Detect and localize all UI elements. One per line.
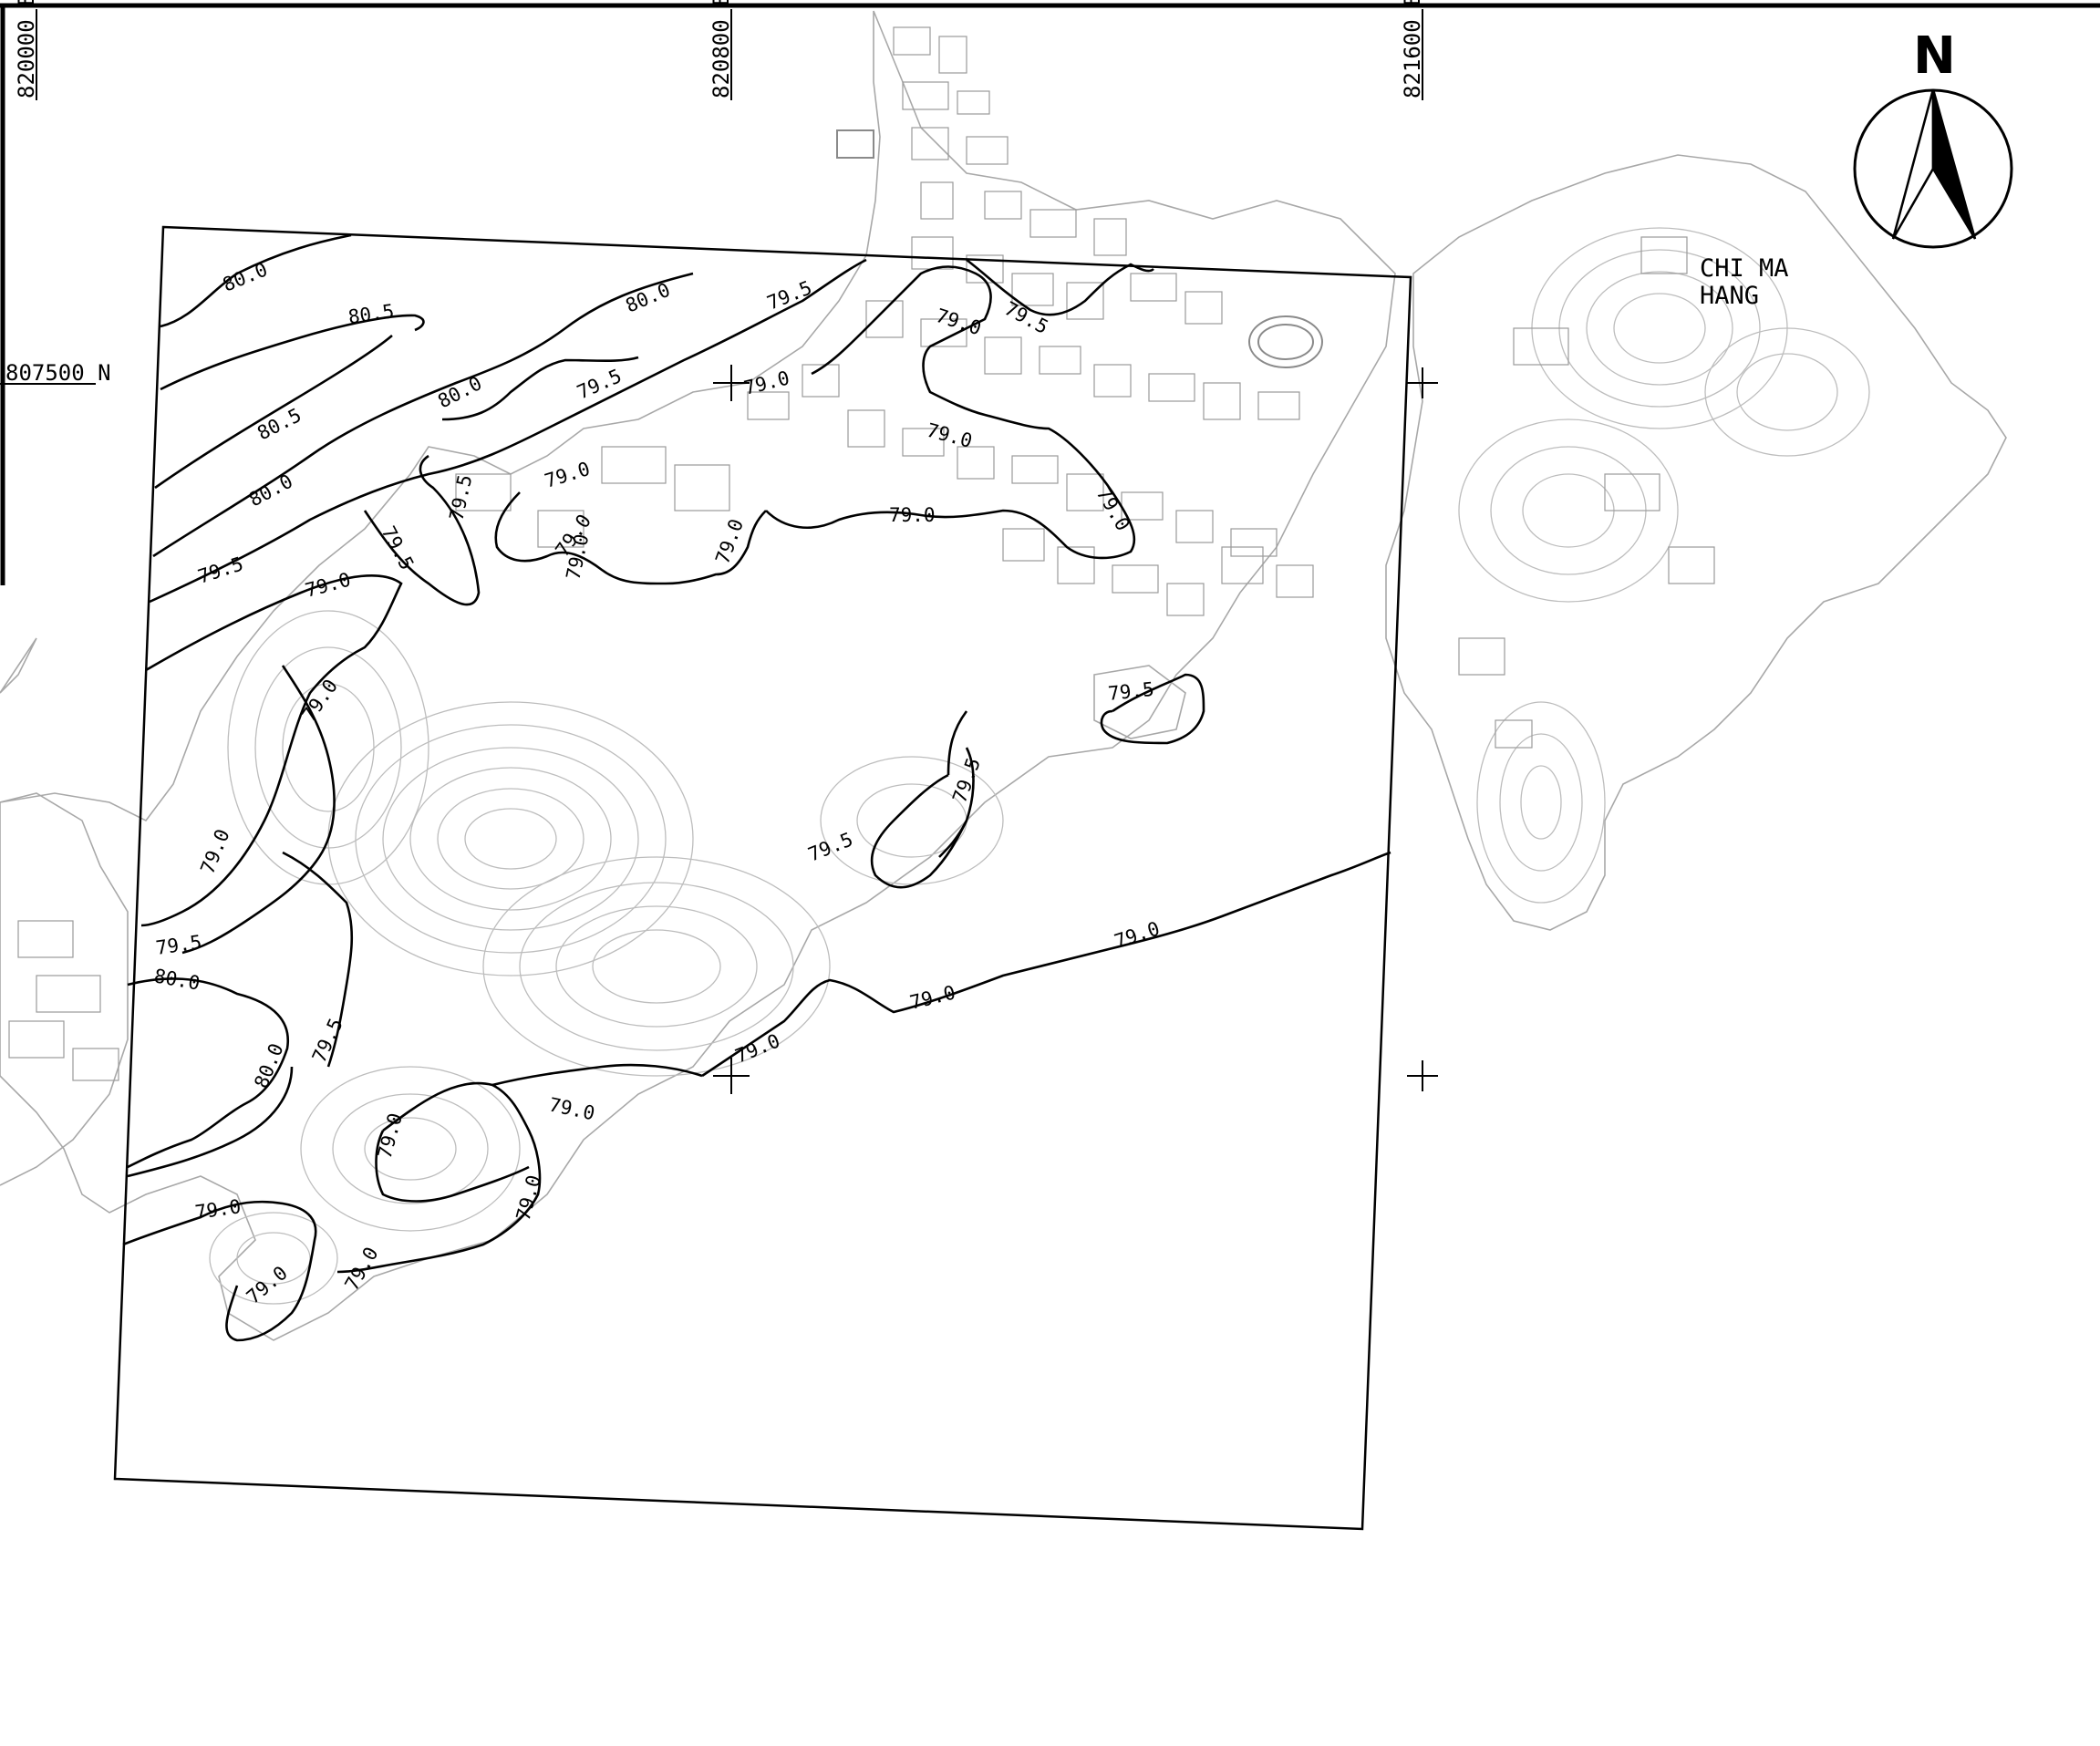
contour-label: 80.0 — [220, 258, 271, 295]
contour-label: 79.0 — [933, 305, 984, 339]
isopleth-lines — [122, 233, 1391, 1342]
coastline-pier — [0, 637, 37, 694]
contour-label: 80.0 — [152, 965, 202, 994]
sports-track — [1248, 315, 1323, 368]
grid-label-820800-e: 820800 E — [709, 0, 734, 98]
contour-label: 79.0 — [732, 1029, 783, 1067]
contour-79-0-loop3 — [494, 491, 767, 585]
contour-label: 79.5 — [805, 828, 856, 865]
sports-track-inner — [1257, 324, 1314, 360]
contour-label: 79.0 — [542, 458, 592, 492]
contour-79-0-south-c — [491, 1063, 703, 1087]
contour-label: 79.0 — [1092, 484, 1134, 535]
contour-79-5-loop-south — [870, 773, 968, 889]
coastline-west-island — [0, 792, 129, 1186]
grid-label-807500-n: 807500 N — [5, 360, 111, 386]
contour-80-0-nw — [160, 233, 352, 328]
contour-label: 79.0 — [711, 516, 748, 567]
contour-80-0-sw — [127, 977, 290, 1169]
sheet-frame — [0, 3, 2100, 585]
study-area-boundary — [113, 225, 1412, 1531]
contour-80-0-mid — [152, 272, 694, 558]
contour-label: 79.0 — [925, 419, 975, 452]
contour-79-5-sw-b — [282, 851, 354, 1068]
contour-79-0-west — [140, 574, 403, 927]
contour-79-5-loop-south-b — [938, 747, 975, 858]
north-arrow: N — [1853, 26, 2013, 249]
contour-label: 79.0 — [196, 826, 233, 877]
town-blocks — [8, 26, 1715, 1081]
contour-label: 79.0 — [907, 981, 957, 1014]
coastline-islet — [1093, 665, 1186, 739]
contour-79-5-east-loop — [1100, 673, 1205, 745]
contour-label: 79.0 — [889, 504, 936, 526]
grid-label-821600-e: 821600 E — [1400, 0, 1425, 98]
contour-label: 79.5 — [948, 755, 985, 806]
topographic-base — [0, 10, 2007, 1341]
contour-label: 80.0 — [623, 279, 674, 317]
contour-label: 79.0 — [741, 367, 791, 399]
contour-label: 79.5 — [445, 473, 476, 522]
grid-label-820000-e: 820000 E — [14, 0, 39, 98]
contour-79-0-south-a — [336, 1081, 542, 1274]
contour-79-0-center — [765, 265, 1136, 560]
north-arrow-right-half — [1931, 88, 1977, 240]
contour-label: 80.0 — [250, 1040, 287, 1091]
contour-label: 80.5 — [347, 300, 395, 328]
contour-label: 79.5 — [1001, 297, 1052, 338]
contour-label: 79.0 — [512, 1173, 545, 1223]
north-arrow-left-half — [1891, 88, 1935, 240]
contour-label: 79.0 — [1112, 917, 1163, 952]
contour-80-5-top — [160, 314, 425, 391]
contour-label: 79.5 — [378, 522, 419, 573]
contour-label: 79.5 — [195, 553, 246, 587]
contour-label: 79.5 — [154, 931, 202, 959]
place-label-line1: CHI MA — [1700, 254, 1789, 283]
contour-79-0-loop2 — [441, 356, 639, 421]
contour-label: 79.5 — [574, 365, 625, 403]
contour-label: 80.0 — [434, 372, 485, 412]
coastline-main-island — [0, 10, 1396, 1341]
contour-label: 79.0 — [243, 1262, 292, 1308]
contour-79-0-south-b — [375, 1130, 530, 1203]
place-label-line2: HANG — [1700, 282, 1759, 310]
grid-crosses — [713, 365, 1438, 1094]
contour-label: 79.5 — [1107, 678, 1155, 705]
contour-79-0-sw-c — [122, 1200, 317, 1342]
north-letter: N — [1913, 26, 1956, 86]
grid-ticks — [0, 9, 1423, 385]
contour-label: 79.5 — [308, 1015, 347, 1066]
contour-label: 80.0 — [245, 470, 296, 511]
contour-label: 79.0 — [547, 1093, 596, 1124]
contour-79-0-coast — [701, 851, 1391, 1078]
contour-80-5-mid — [154, 335, 393, 490]
contour-label: 79.0 — [341, 1244, 383, 1295]
contour-80-0-sw-b — [127, 1066, 294, 1178]
pier — [836, 129, 874, 159]
contour-79-5-north — [966, 258, 1154, 316]
contour-label: 80.5 — [253, 404, 305, 444]
coastline-east-peninsula — [1385, 154, 2007, 931]
contour-label: 79.0 — [193, 1195, 242, 1224]
contour-79-0-river — [947, 710, 968, 776]
contour-label: 79.0 — [374, 1111, 407, 1161]
contour-79-5-loop1 — [363, 454, 481, 606]
contour-79-5-long — [149, 258, 867, 604]
contour-79-5-sw-flank — [181, 665, 336, 955]
